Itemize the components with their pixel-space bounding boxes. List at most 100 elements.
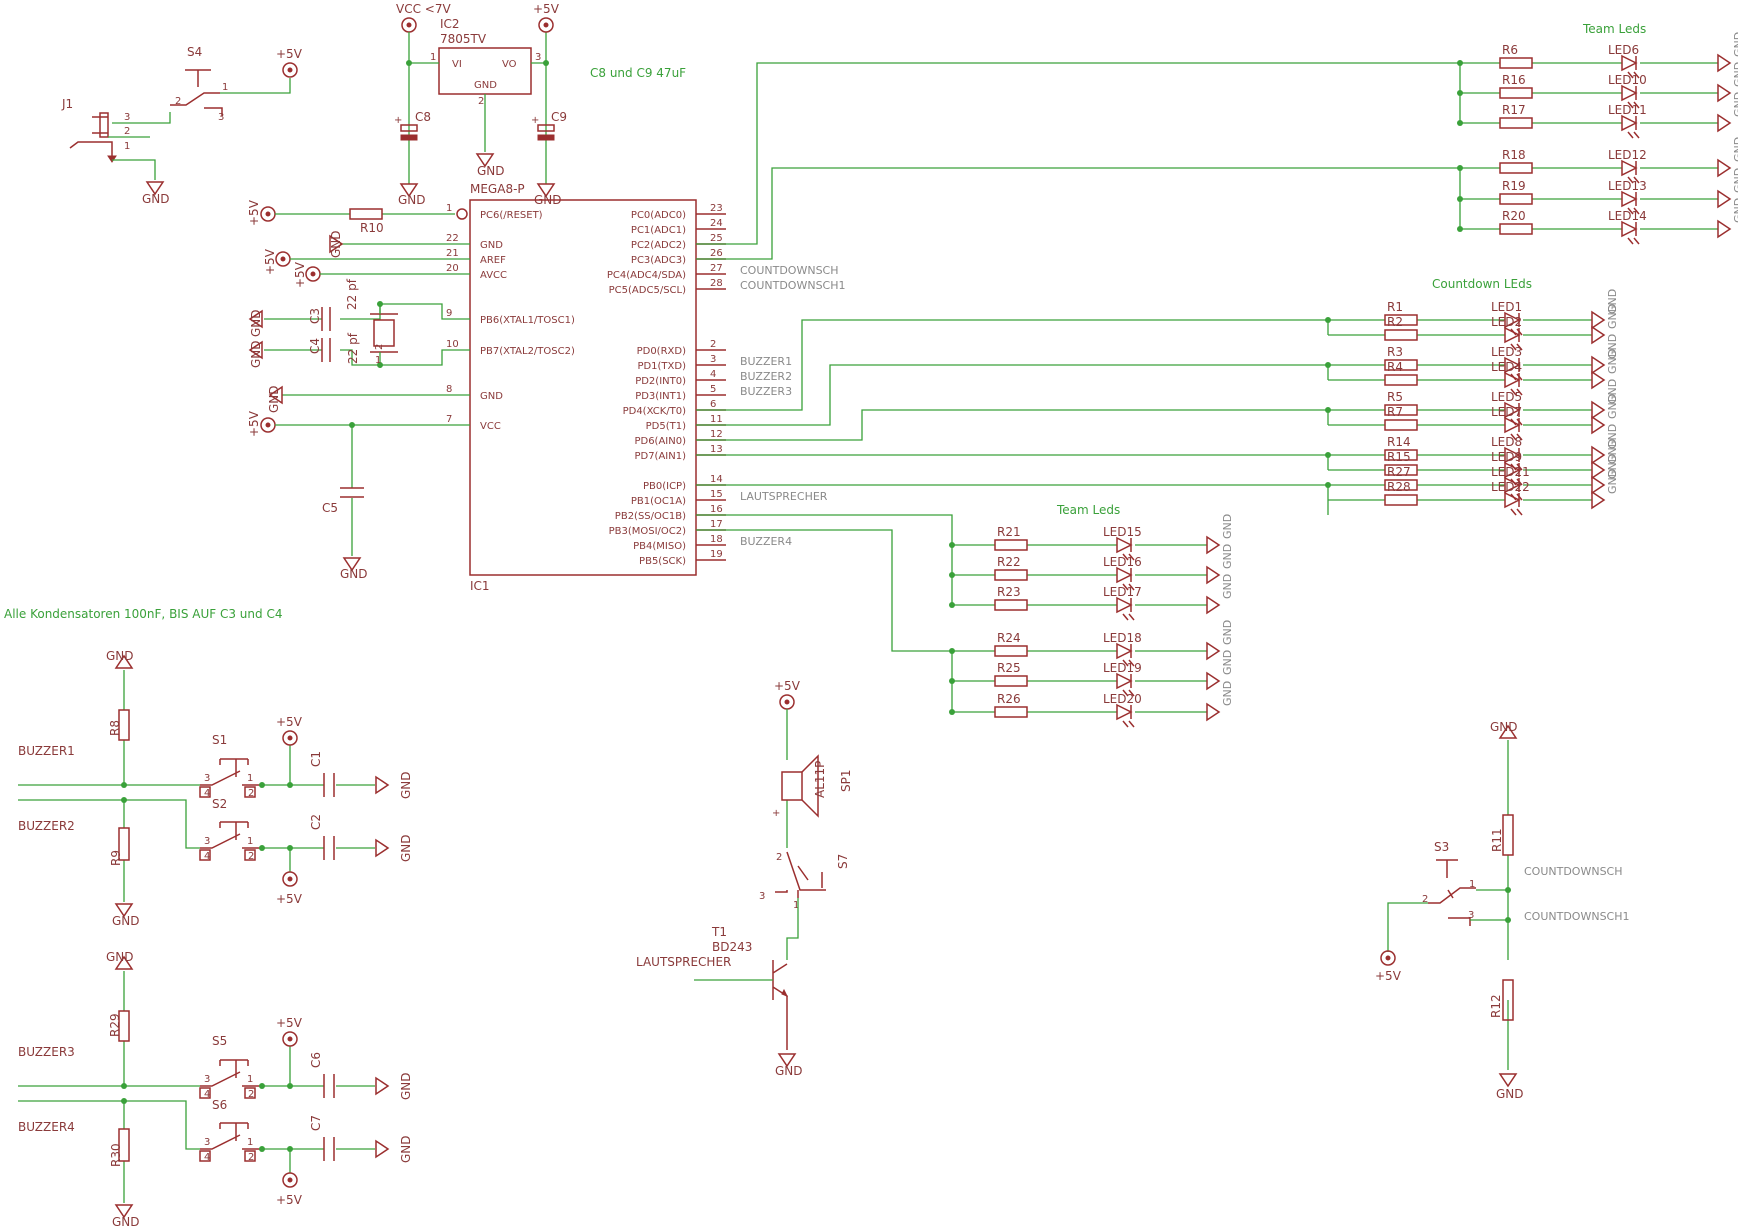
gnd-label: GND (1606, 394, 1619, 419)
svg-text:2: 2 (1422, 894, 1428, 905)
junction (1457, 90, 1463, 96)
gnd-label: GND (399, 771, 413, 799)
resistor (994, 645, 1028, 657)
vcc-label: +5V (276, 1016, 303, 1030)
mcu-pin-name: PC5(ADC5/SCL) (609, 285, 686, 296)
led-label: LED14 (1608, 209, 1647, 223)
svg-text:3: 3 (124, 112, 130, 123)
svg-text:VCC <7V: VCC <7V (396, 2, 451, 16)
gnd-label: GND (1606, 454, 1619, 479)
note-countdown-leds: Countdown LEds (1432, 277, 1532, 291)
gnd-label: GND (399, 834, 413, 862)
power-jack: J1 3 2 1 S4 2 1 3 +5V GND (61, 45, 303, 206)
led-arrows (1510, 433, 1523, 441)
capacitor (323, 836, 335, 860)
svg-text:MEGA8-P: MEGA8-P (470, 182, 525, 196)
resistor (1384, 314, 1418, 326)
switch-pad (199, 786, 211, 798)
switch-label: S1 (212, 733, 227, 747)
led-label: LED19 (1103, 661, 1142, 675)
capacitor-label: C2 (309, 814, 323, 830)
junction (259, 1083, 265, 1089)
gnd-label: GND (1732, 92, 1738, 117)
note-team-leds-top: Team Leds (1582, 22, 1646, 36)
net-label: BUZZER4 (18, 1120, 75, 1134)
gnd-symbol (1591, 490, 1606, 510)
led (1621, 190, 1638, 208)
resistor-label: R29 (108, 1013, 122, 1037)
junction (949, 602, 955, 608)
junction (121, 1098, 127, 1104)
mcu-pin-number: 21 (446, 248, 459, 259)
capacitor (323, 773, 335, 797)
vcc-symbol (282, 1031, 298, 1047)
gnd-symbol (1206, 535, 1221, 555)
gnd-symbol (1717, 53, 1732, 73)
resistor-label: R8 (108, 720, 122, 736)
gnd-symbol (114, 1204, 134, 1219)
note-team-leds-mid: Team Leds (1056, 503, 1120, 517)
net-label: COUNTDOWNSCH (740, 264, 839, 277)
led-arrows (1627, 101, 1640, 109)
mcu-pin-name: AREF (480, 255, 506, 266)
gnd-label: GND (1732, 168, 1738, 193)
svg-text:+5V: +5V (1375, 969, 1402, 983)
resistor (1384, 329, 1418, 341)
led-arrows (1627, 71, 1640, 79)
svg-text:R11: R11 (1490, 828, 1504, 852)
svg-text:GND: GND (477, 164, 505, 178)
svg-text:+5V: +5V (263, 248, 277, 275)
svg-text:3: 3 (535, 52, 541, 63)
switch-pad (199, 849, 211, 861)
switch-label: S6 (212, 1098, 227, 1112)
resistor (1499, 162, 1533, 174)
svg-text:+: + (394, 115, 402, 126)
mcu-pin-name: PC0(ADC0) (631, 210, 686, 221)
svg-text:C4: C4 (308, 338, 322, 354)
switch-pin: 3 (204, 773, 210, 784)
resistor-label: R27 (1387, 465, 1411, 479)
mcu-pin-number: 12 (710, 429, 723, 440)
switch (200, 758, 262, 786)
wire (18, 784, 200, 902)
led-label: LED18 (1103, 631, 1142, 645)
led (1116, 672, 1133, 690)
resistor-label: R16 (1502, 73, 1526, 87)
led (1504, 326, 1521, 344)
net-label: BUZZER1 (18, 744, 75, 758)
mcu-pin-name: PD7(AIN1) (634, 451, 686, 462)
svg-text:S7: S7 (836, 854, 850, 869)
resistor (1384, 419, 1418, 431)
resistor-label: R30 (109, 1143, 123, 1167)
svg-text:3: 3 (218, 112, 224, 123)
led-arrows (1122, 553, 1135, 561)
led (1621, 159, 1638, 177)
net-label: BUZZER4 (740, 535, 792, 548)
mcu-pin-name: PD1(TXD) (637, 361, 686, 372)
gnd-label: GND (1732, 62, 1738, 87)
gnd-label: GND (1606, 469, 1619, 494)
vcc-label: +5V (276, 1193, 303, 1207)
svg-text:+: + (772, 808, 780, 819)
capacitor-label: C1 (309, 751, 323, 767)
mcu-pin-number: 13 (710, 444, 723, 455)
led (1621, 54, 1638, 72)
switch-pin: 2 (248, 851, 254, 862)
led-label: LED20 (1103, 692, 1142, 706)
gnd-symbol (1206, 702, 1221, 722)
gnd-label: GND (1732, 198, 1738, 223)
svg-text:COUNTDOWNSCH1: COUNTDOWNSCH1 (1524, 910, 1630, 923)
vcc-dot (287, 876, 293, 882)
svg-text:R12: R12 (1489, 994, 1503, 1018)
led (1621, 114, 1638, 132)
vcc-symbol (282, 871, 298, 887)
mcu-pin-number: 19 (710, 549, 723, 560)
mcu-pin-name: PB4(MISO) (633, 541, 686, 552)
led-arrows (1627, 237, 1640, 245)
led-label: LED15 (1103, 525, 1142, 539)
led-arrows (1122, 659, 1135, 667)
gnd-symbol (1591, 355, 1606, 375)
mcu-pin-name: PC3(ADC3) (631, 255, 686, 266)
gnd-label: GND (399, 1135, 413, 1163)
resistor (1499, 57, 1533, 69)
